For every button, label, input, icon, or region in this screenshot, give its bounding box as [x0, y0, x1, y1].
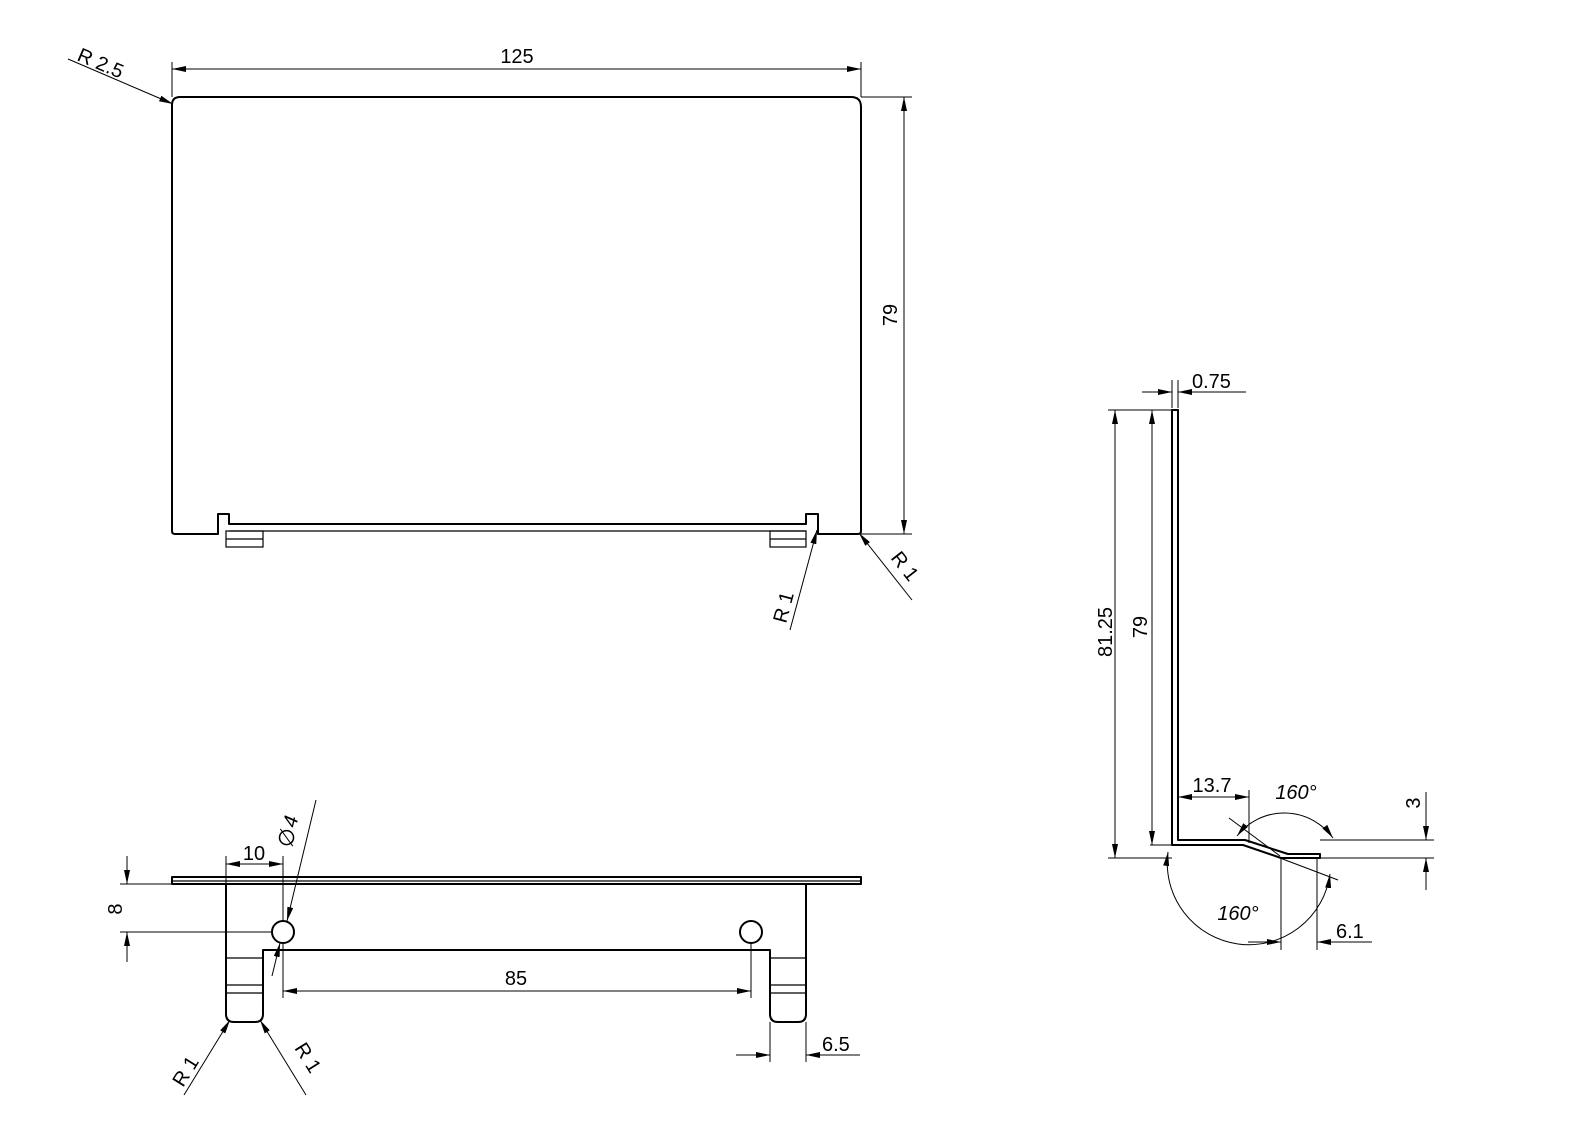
dim-label: 0.75 [1192, 371, 1231, 393]
dim-label: 125 [500, 46, 533, 68]
dim-label: 13.7 [1193, 775, 1232, 797]
dim-label: 4 [279, 814, 303, 830]
dim-label: 6.5 [822, 1034, 850, 1056]
bottom-hole-right [739, 920, 763, 944]
dim-label: 10 [243, 843, 265, 865]
dim-label: 6.1 [1336, 921, 1364, 943]
dim-front-width: 125 [171, 46, 862, 97]
dim-label: R 1 [169, 1053, 204, 1091]
dim-label: R 1 [770, 590, 799, 626]
dim-label: 85 [505, 968, 527, 990]
side-view: 0.75 81.25 79 13.7 160° [1095, 371, 1434, 950]
dim-label: 79 [1130, 616, 1152, 638]
dim-bottom-hole-offset: 10 [225, 843, 284, 921]
bottom-hole-left [271, 920, 295, 944]
dim-side-thickness: 0.75 [1142, 371, 1246, 408]
dim-label: 160° [1275, 782, 1316, 804]
dim-label: 8 [105, 903, 127, 914]
bottom-view: 10 8 4 85 [105, 799, 862, 1096]
dim-bottom-hole-diameter: 4 [271, 799, 317, 977]
dim-side-lip: 6.1 [1248, 858, 1372, 950]
dim-front-corner-radius-br: R 1 [858, 532, 923, 601]
dim-bottom-hole-depth: 8 [105, 856, 272, 962]
dim-front-tab-radius: R 1 [770, 529, 818, 631]
bottom-plate-outline [225, 883, 807, 1023]
dim-label: R 1 [290, 1039, 325, 1077]
dim-bottom-hole-spacing: 85 [282, 943, 752, 998]
dim-label: 79 [880, 304, 902, 326]
dim-side-drop: 3 [1320, 792, 1434, 890]
dim-label: 160° [1217, 903, 1258, 925]
front-view: 125 79 R 2.5 R 1 R 1 [67, 44, 923, 631]
dim-label: R 1 [886, 548, 922, 586]
diameter-symbol [278, 829, 295, 846]
dim-label: 81.25 [1095, 607, 1117, 657]
dim-label: R 2.5 [74, 44, 127, 83]
dim-side-height: 79 [1130, 410, 1172, 846]
dim-bottom-radius-left: R 1 [169, 1019, 231, 1096]
front-plate-outline [171, 96, 862, 535]
dim-front-corner-radius: R 2.5 [67, 44, 174, 105]
dim-label: 3 [1403, 797, 1425, 808]
dim-side-flange: 13.7 [1178, 775, 1250, 843]
dim-side-angle-bottom: 160° [1163, 851, 1339, 946]
dim-side-total-height: 81.25 [1095, 409, 1172, 859]
dim-front-height: 79 [861, 96, 912, 535]
dim-bottom-tab-width: 6.5 [736, 1022, 860, 1062]
dim-side-angle-top: 160° [1228, 782, 1334, 857]
dim-bottom-radius-right: R 1 [259, 1019, 325, 1096]
